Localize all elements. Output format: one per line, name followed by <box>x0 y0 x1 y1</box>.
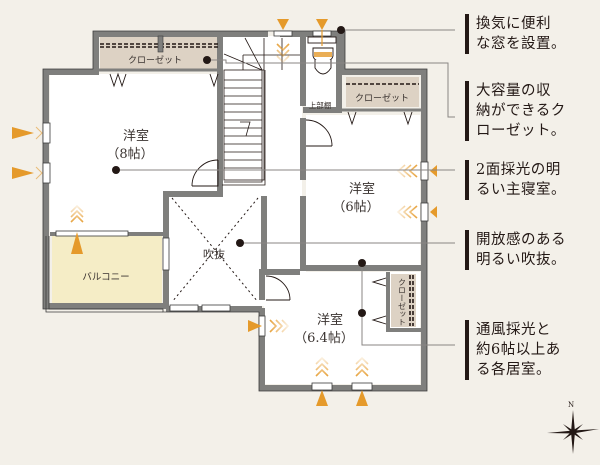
callout-line: 換気に便利 <box>476 16 551 32</box>
callout-line: 2面採光の明 <box>476 162 561 178</box>
leader-dot-fukinuke <box>236 239 244 247</box>
closet-small-floor <box>391 274 416 327</box>
closet-right-floor <box>346 77 419 107</box>
room-western-64-name: 洋室 <box>317 312 343 328</box>
leader-dot-closet <box>203 56 211 64</box>
leader-dot-room8 <box>112 166 120 174</box>
arrow-left-2 <box>12 166 43 180</box>
callout-master-bedroom: 2面採光の明 るい主寝室。 <box>465 160 566 200</box>
arrow-balcony-up <box>70 204 84 254</box>
callout-line: 通風採光と <box>476 322 551 338</box>
room-western-64-size: （6.4帖） <box>294 331 354 346</box>
leader-dot-room64 <box>358 309 366 317</box>
callout-line: 明るい吹抜。 <box>476 252 566 268</box>
arrow-right-1 <box>396 164 437 178</box>
closet-rails <box>100 43 419 326</box>
balcony-railing <box>45 236 163 313</box>
arrow-right-2 <box>396 205 437 219</box>
arrow-room64-left <box>248 319 290 333</box>
callout-line: 約6帖以上あ <box>476 342 561 358</box>
arrow-top-toilet <box>316 19 328 46</box>
callout-line: 納ができるク <box>476 103 566 119</box>
callout-rooms: 通風採光と 約6帖以上あ る各居室。 <box>465 320 561 380</box>
leader-dot-room6 <box>358 259 366 267</box>
balcony-floor <box>52 236 162 306</box>
closet-door-marks <box>109 72 413 325</box>
closet-right-label: クローゼット <box>355 92 409 104</box>
arrow-top-stair <box>276 19 290 64</box>
room-fukinuke-name: 吹抜 <box>203 247 225 261</box>
callout-line: る各居室。 <box>476 362 551 378</box>
callout-line: るい主寝室。 <box>476 182 566 198</box>
callout-window: 換気に便利 な窓を設置。 <box>465 14 566 54</box>
doors <box>191 119 333 301</box>
compass-north-label: N <box>568 401 574 409</box>
room-western-6-name: 洋室 <box>349 181 375 197</box>
room-western-6-size: （6帖） <box>332 200 379 215</box>
callout-closet: 大容量の収 納ができるク ローゼット。 <box>465 81 566 141</box>
room-balcony-name: バルコニー <box>82 272 129 283</box>
arrow-room64-bottom-2 <box>355 356 369 406</box>
arrow-left-1 <box>12 126 43 140</box>
leader-lines <box>116 29 455 346</box>
upper-shelf-label: 上部棚 <box>309 100 332 110</box>
wall-outline <box>42 30 428 392</box>
room-western-8-name: 洋室 <box>123 128 149 144</box>
callout-line: な窓を設置。 <box>476 36 566 52</box>
leader-dot-window <box>337 26 345 34</box>
room-labels: 洋室 （8帖） 洋室 （6帖） 洋室 （6.4帖） 吹抜 バルコニー クローゼッ… <box>82 54 409 346</box>
wall-lines <box>43 31 427 391</box>
closet-top-label: クローゼット <box>128 54 182 66</box>
compass-rose: N <box>547 401 599 454</box>
light-arrows <box>12 19 437 406</box>
windows <box>42 30 429 391</box>
callout-line: ローゼット。 <box>476 123 566 139</box>
room-western-8-size: （8帖） <box>106 147 153 162</box>
callout-fukinuke: 開放感のある 明るい吹抜。 <box>465 230 566 270</box>
callout-line: 開放感のある <box>476 232 566 248</box>
leader-dots <box>112 26 366 317</box>
arrow-room64-bottom-1 <box>315 356 329 406</box>
callout-line: 大容量の収 <box>476 83 551 99</box>
closet-small-label: クローゼット <box>398 278 407 326</box>
